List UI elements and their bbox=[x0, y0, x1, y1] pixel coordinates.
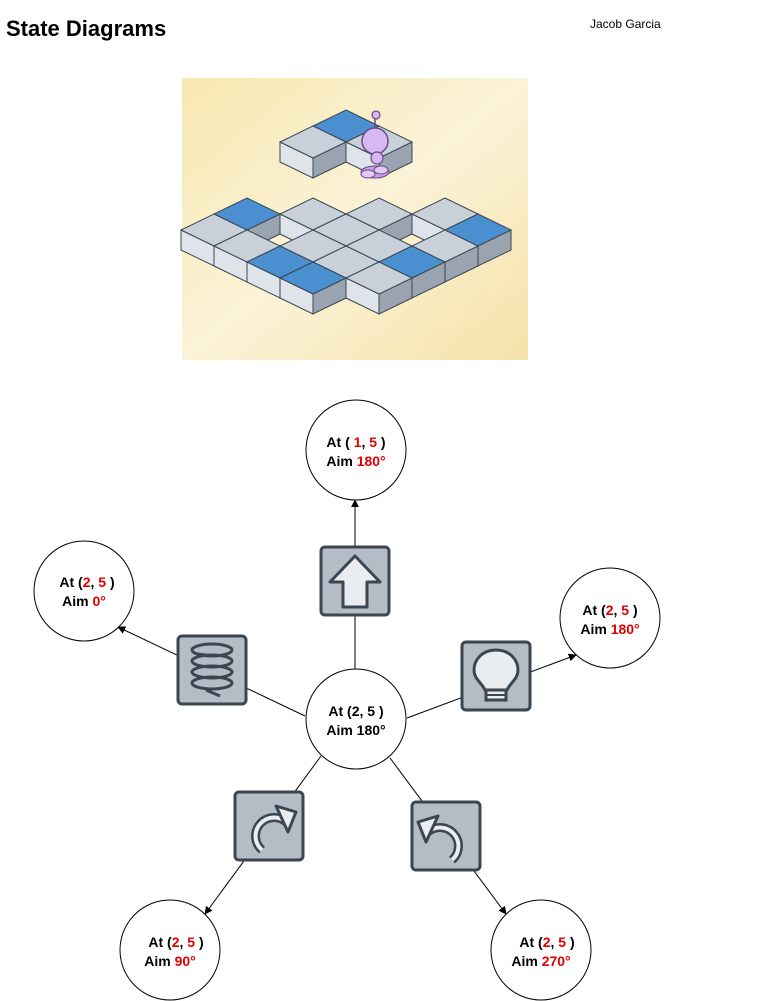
isometric-grid-robot bbox=[179, 78, 528, 360]
turn-left-icon[interactable] bbox=[410, 800, 482, 872]
page-title: State Diagrams bbox=[6, 16, 167, 41]
state-aim: Aim 0° bbox=[62, 593, 106, 609]
state-aim: Aim 180° bbox=[580, 621, 639, 637]
state-aim: Aim 270° bbox=[511, 953, 570, 969]
state-node-jump: At (2, 5 ) Aim 0° bbox=[33, 540, 135, 642]
center-state-position: At (2, 5 ) bbox=[328, 703, 383, 719]
lightbulb-icon[interactable] bbox=[460, 640, 532, 712]
state-position: At ( 1, 5 ) bbox=[326, 434, 385, 450]
state-position: At (2, 5 ) bbox=[519, 934, 574, 950]
state-position: At (2, 5 ) bbox=[148, 934, 203, 950]
state-position: At (2, 5 ) bbox=[59, 574, 114, 590]
turn-right-icon[interactable] bbox=[233, 790, 305, 862]
center-state-node: At (2, 5 ) Aim 180° bbox=[305, 668, 407, 770]
center-state-aim: Aim 180° bbox=[326, 722, 385, 738]
robot-icon bbox=[360, 110, 390, 179]
spring-icon[interactable] bbox=[176, 634, 248, 706]
state-node-turn-right: At (2, 5 ) Aim 90° bbox=[119, 899, 221, 1001]
state-node-turn-left: At (2, 5 ) Aim 270° bbox=[490, 899, 592, 1001]
arrow-up-icon[interactable] bbox=[319, 545, 391, 617]
author-name: Jacob Garcia bbox=[590, 17, 661, 31]
state-aim: Aim 180° bbox=[326, 453, 385, 469]
state-node-up: At ( 1, 5 ) Aim 180° bbox=[305, 399, 407, 501]
state-aim: Aim 90° bbox=[144, 953, 196, 969]
state-node-light: At (2, 5 ) Aim 180° bbox=[559, 567, 661, 669]
state-position: At (2, 5 ) bbox=[582, 602, 637, 618]
